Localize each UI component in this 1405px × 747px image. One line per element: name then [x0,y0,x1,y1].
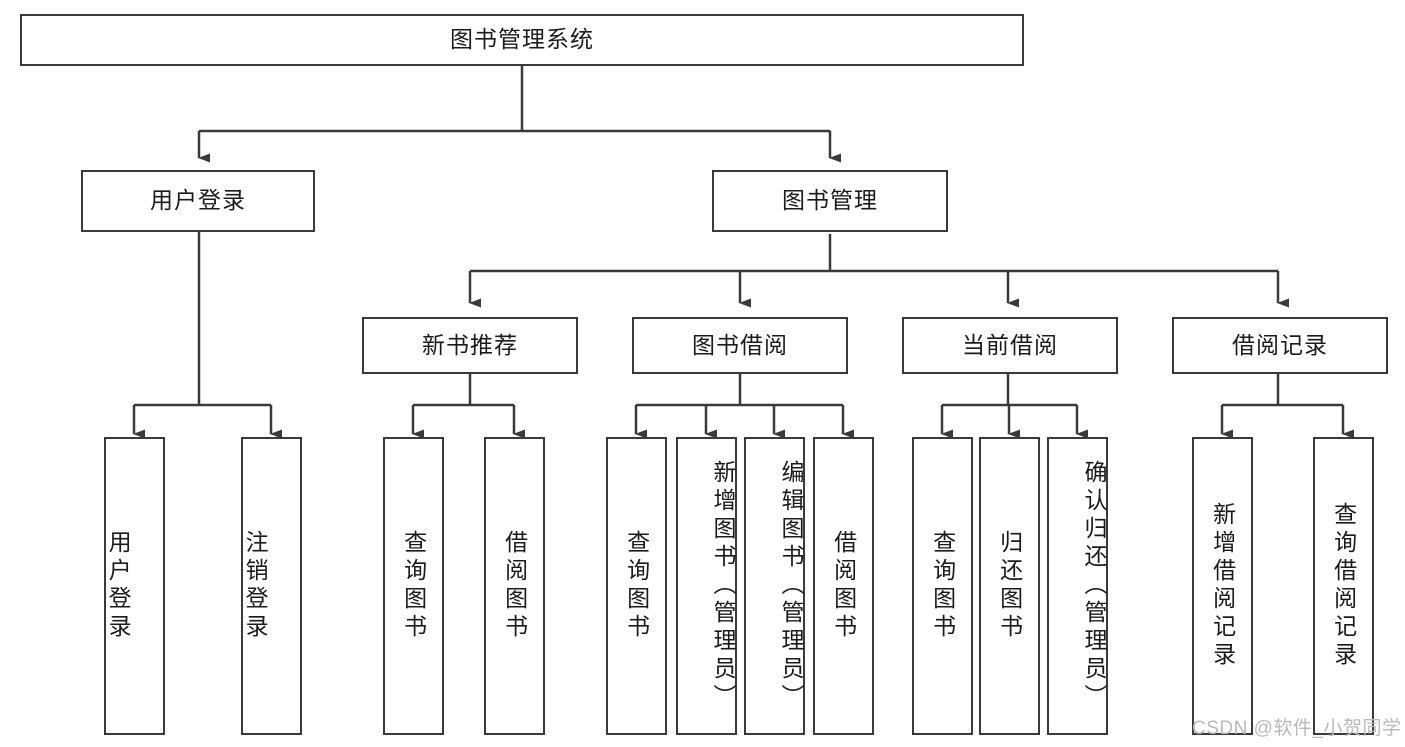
node-label: 归还图书 [996,530,1023,642]
node-new-book-recommend[interactable]: 新书推荐 [362,317,578,374]
node-leaf-query-book-current[interactable]: 查询图书 [912,437,973,735]
node-current-borrow[interactable]: 当前借阅 [902,317,1118,374]
node-label: 借阅记录 [1232,331,1328,358]
node-label: 注销登录 [242,530,269,642]
node-book-borrow[interactable]: 图书借阅 [632,317,848,374]
node-label: 编辑图书（管理员） [778,460,804,712]
node-label: 新增借阅记录 [1209,502,1236,670]
node-leaf-user-logout[interactable]: 注销登录 [241,437,302,735]
node-label: 用户登录 [150,187,246,214]
node-leaf-edit-book-admin[interactable]: 编辑图书（管理员） [744,437,805,735]
node-leaf-borrow-book-borrow[interactable]: 借阅图书 [813,437,874,735]
node-leaf-add-borrow-record[interactable]: 新增借阅记录 [1192,437,1253,735]
node-leaf-borrow-book-recommend[interactable]: 借阅图书 [484,437,545,735]
node-label: 用户登录 [105,530,132,642]
node-label: 图书管理 [782,187,878,214]
node-leaf-query-book-borrow[interactable]: 查询图书 [606,437,667,735]
node-label: 查询图书 [400,530,427,642]
node-label: 查询图书 [623,530,650,642]
node-leaf-query-book-recommend[interactable]: 查询图书 [383,437,444,735]
node-borrow-record[interactable]: 借阅记录 [1172,317,1388,374]
csdn-watermark: CSDN @软件_小贺同学 [1192,718,1402,739]
node-leaf-user-login[interactable]: 用户登录 [104,437,165,735]
node-user-login[interactable]: 用户登录 [81,170,315,232]
node-label: 确认归还（管理员） [1081,460,1107,712]
node-label: 借阅图书 [830,530,857,642]
node-leaf-query-borrow-record[interactable]: 查询借阅记录 [1313,437,1374,735]
node-leaf-add-book-admin[interactable]: 新增图书（管理员） [676,437,737,735]
node-label: 新书推荐 [422,331,518,358]
node-book-management[interactable]: 图书管理 [712,170,948,232]
node-label: 新增图书（管理员） [710,460,736,712]
node-leaf-confirm-return-admin[interactable]: 确认归还（管理员） [1047,437,1108,735]
node-label: 图书借阅 [692,331,788,358]
node-label: 当前借阅 [962,331,1058,358]
node-label: 查询借阅记录 [1330,502,1357,670]
node-label: 查询图书 [929,530,956,642]
node-leaf-return-book[interactable]: 归还图书 [979,437,1040,735]
node-label: 图书管理系统 [450,26,594,53]
node-root-book-management-system[interactable]: 图书管理系统 [20,14,1024,66]
node-label: 借阅图书 [501,530,528,642]
